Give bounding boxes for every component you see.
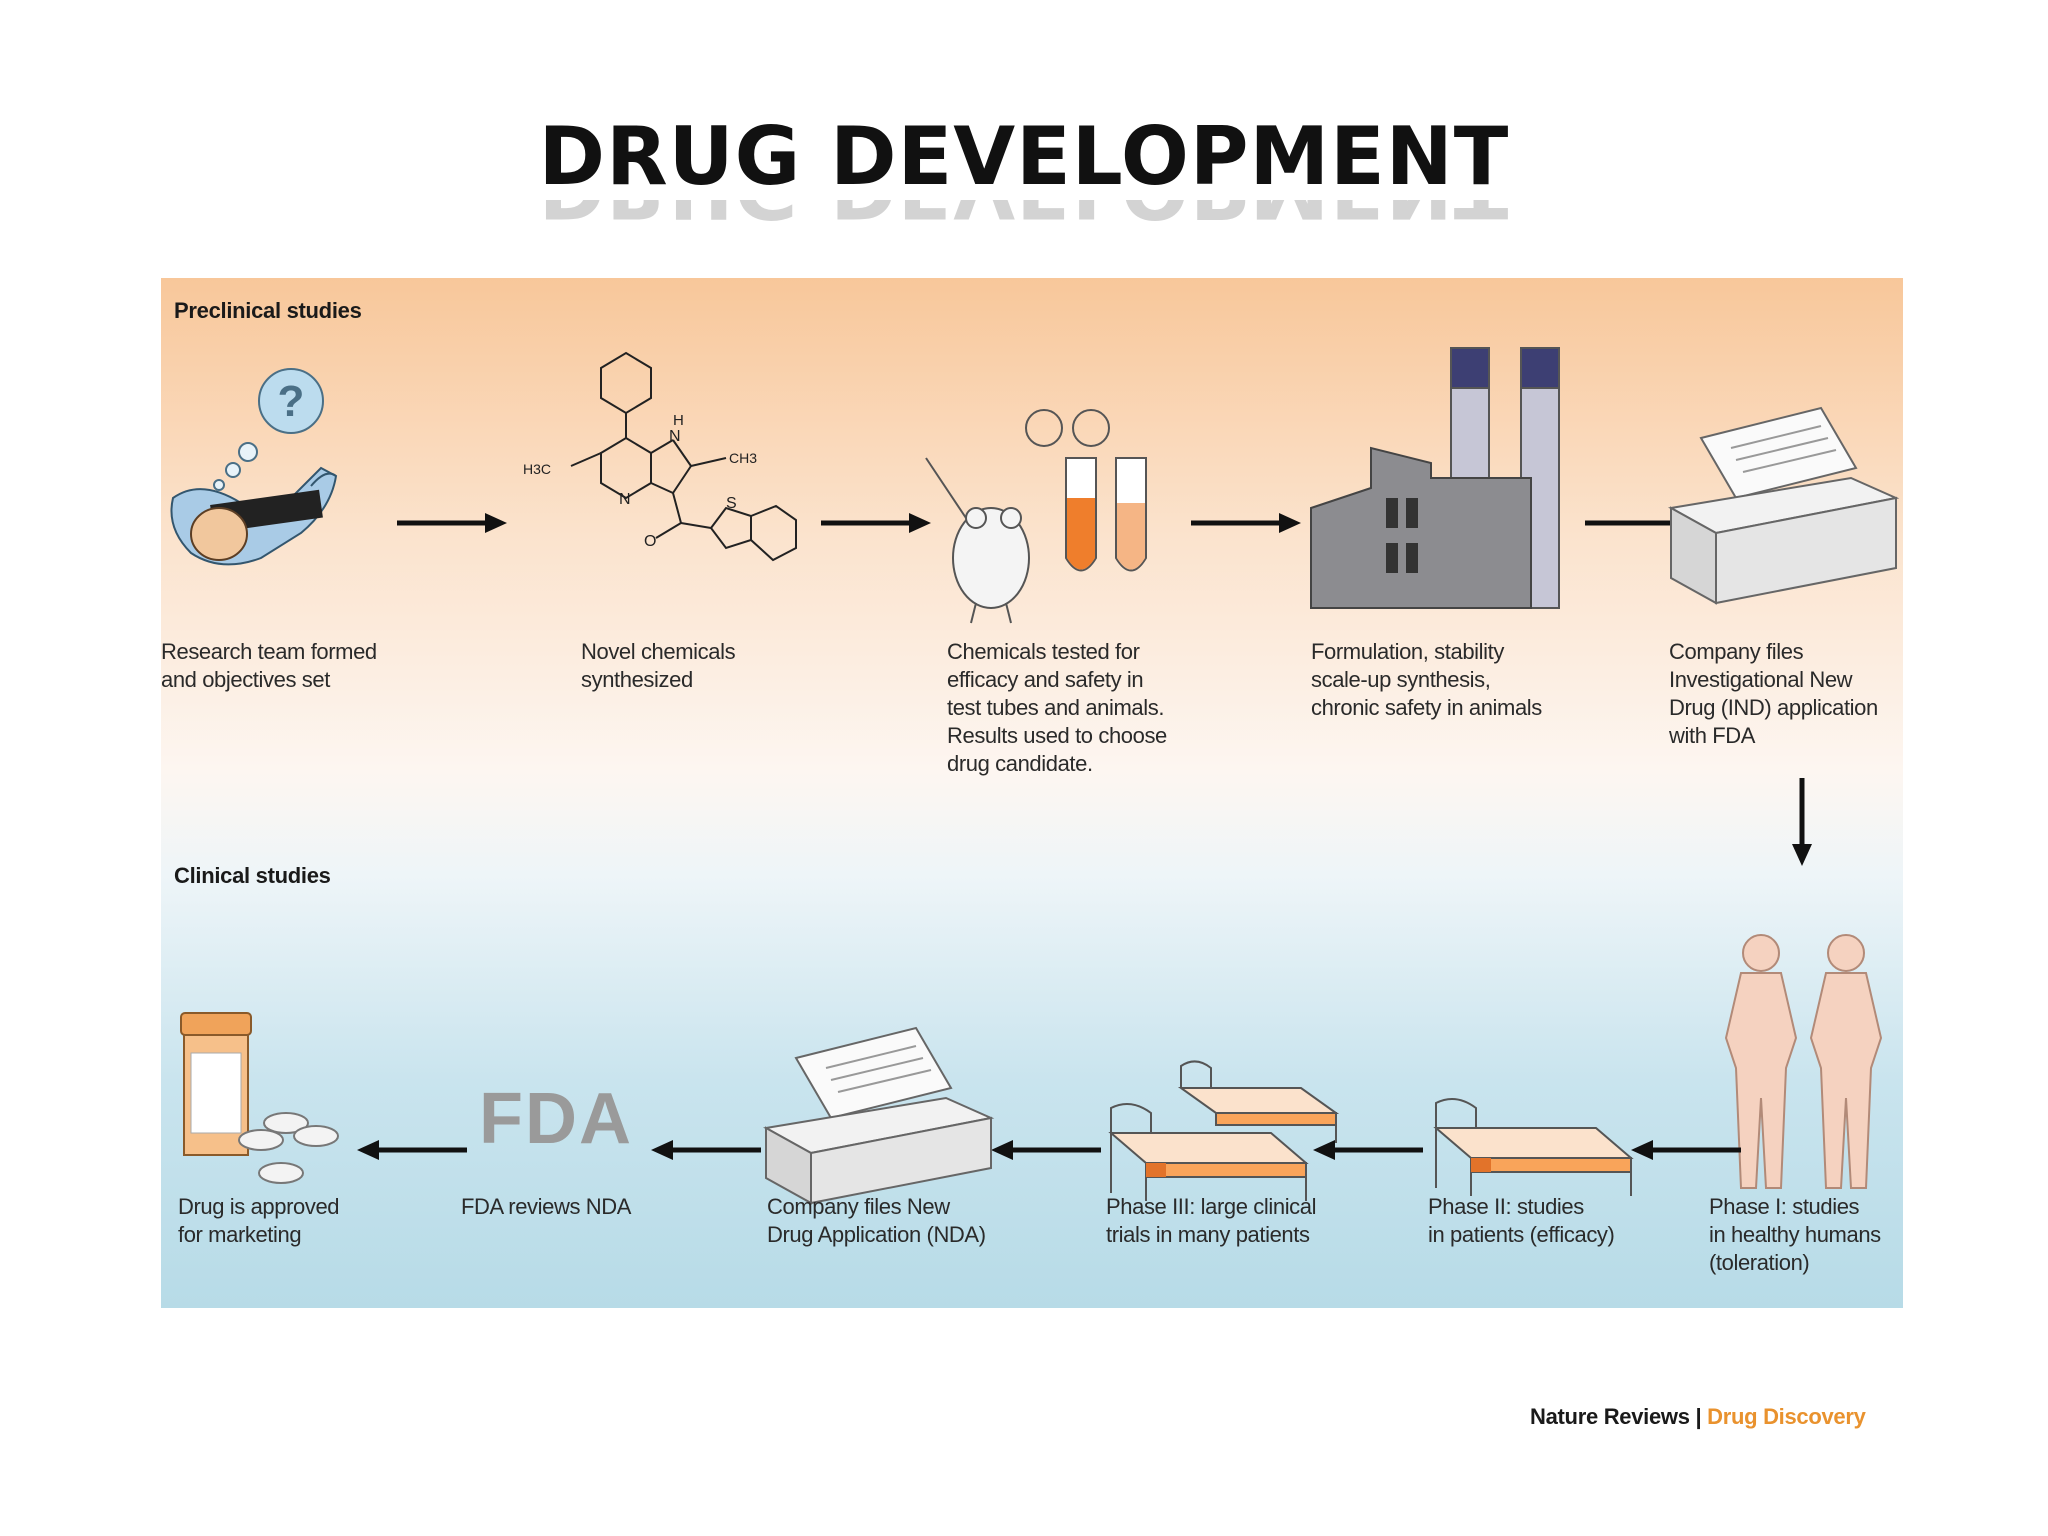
atom-n-label: N xyxy=(669,428,681,445)
title-container: DRUG DEVELOPMENT xyxy=(0,110,2048,203)
pill-bottle-illustration xyxy=(180,1012,339,1184)
step-8-caption: Phase III: large clinical trials in many… xyxy=(1106,1194,1317,1247)
nda-application-box-illustration xyxy=(763,1026,995,1205)
title-reflection: DRUG DEVELOPMENT xyxy=(0,200,2048,240)
atom-h-label: H xyxy=(673,412,684,429)
step-1-caption: Research team formed and objectives set xyxy=(161,639,377,692)
step-4-caption: Formulation, stability scale-up synthesi… xyxy=(1311,639,1542,720)
molecule-structure-illustration: H N CH3 H3C N S O xyxy=(523,351,797,562)
step-11-caption: Drug is approved for marketing xyxy=(178,1194,340,1247)
page-title: DRUG DEVELOPMENT xyxy=(538,110,1510,203)
step-10-caption: FDA reviews NDA xyxy=(461,1194,632,1219)
methyl-left-label: H3C xyxy=(523,461,551,477)
step-3-caption: Chemicals tested for efficacy and safety… xyxy=(947,639,1167,776)
atom-n-ring-label: N xyxy=(619,491,631,508)
methyl-right-label: CH3 xyxy=(729,450,757,466)
step-9-caption: Company files New Drug Application (NDA) xyxy=(767,1194,986,1247)
arrow-left-icon xyxy=(357,1140,467,1160)
multiple-hospital-beds-illustration xyxy=(1108,1060,1340,1201)
ind-application-box-illustration xyxy=(1668,406,1900,605)
arrow-right-icon xyxy=(1191,513,1301,533)
step-5-caption: Company files Investigational New Drug (… xyxy=(1669,639,1878,748)
healthy-humans-illustration xyxy=(1724,934,1883,1189)
fda-logo: FDA xyxy=(479,1079,633,1159)
arrow-left-icon xyxy=(1631,1140,1741,1160)
arrow-down-icon xyxy=(1792,778,1812,866)
step-2-caption: Novel chemicals synthesized xyxy=(581,639,736,692)
hospital-bed-illustration xyxy=(1433,1098,1634,1196)
question-mark-icon: ? xyxy=(278,377,305,426)
arrow-left-icon xyxy=(991,1140,1101,1160)
atom-s-label: S xyxy=(726,495,737,512)
step-7-caption: Phase II: studies in patients (efficacy) xyxy=(1428,1194,1615,1247)
clinical-label: Clinical studies xyxy=(174,863,331,888)
arrow-right-icon xyxy=(397,513,507,533)
step-6-caption: Phase I: studies in healthy humans (tole… xyxy=(1709,1194,1881,1275)
arrow-left-icon xyxy=(1313,1140,1423,1160)
preclinical-label: Preclinical studies xyxy=(174,298,362,323)
mouse-and-test-tubes-illustration xyxy=(925,409,1147,624)
arrow-left-icon xyxy=(651,1140,761,1160)
source-credit: Nature Reviews | Drug Discovery xyxy=(1530,1404,1866,1430)
factory-illustration xyxy=(1310,347,1560,609)
title-reflection-text: DRUG DEVELOPMENT xyxy=(539,200,1510,235)
arrow-right-icon xyxy=(821,513,931,533)
credit-section: Drug Discovery xyxy=(1707,1404,1866,1429)
flowchart-panel: Preclinical studies Clinical studies ? R… xyxy=(161,278,1903,1308)
credit-separator: | xyxy=(1695,1404,1702,1429)
credit-journal: Nature Reviews xyxy=(1530,1404,1690,1429)
researcher-illustration: ? xyxy=(170,368,338,566)
atom-o-label: O xyxy=(644,533,656,550)
